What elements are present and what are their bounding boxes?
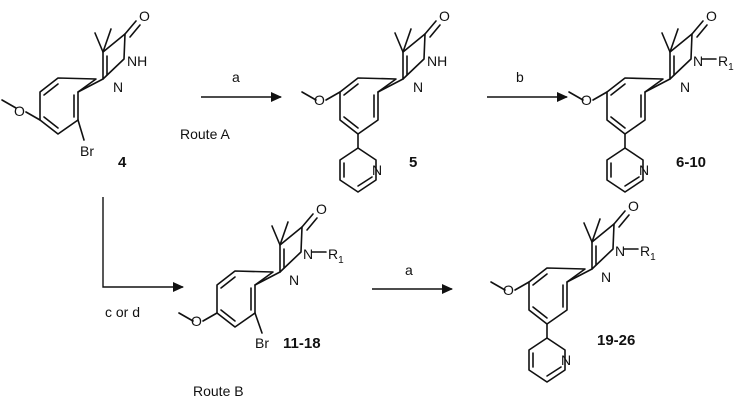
compound-19-26-structure bbox=[490, 210, 639, 383]
c5-carbonyl-oxygen-label: O bbox=[439, 8, 450, 24]
c1926-r1-label: R1 bbox=[640, 243, 656, 263]
route-b-label: Route B bbox=[193, 383, 244, 399]
route-b-arrow bbox=[102, 197, 184, 292]
c610-methoxy-oxygen-label: O bbox=[581, 92, 592, 108]
route-a-label: Route A bbox=[180, 126, 230, 142]
c610-n-label: N bbox=[693, 53, 703, 69]
compound-6-10-structure bbox=[568, 20, 717, 193]
pyrazolone-ring bbox=[94, 20, 141, 80]
c1118-bromine-label: Br bbox=[255, 335, 269, 351]
compound-4-structure: O NH N O Br bbox=[1, 8, 150, 159]
c5-pyridine-n-label: N bbox=[372, 162, 382, 178]
compound-11-18-structure bbox=[178, 213, 327, 334]
compound-11-18-label: 11-18 bbox=[283, 335, 321, 352]
nh-label: NH bbox=[127, 53, 147, 69]
c5-nh-label: NH bbox=[427, 53, 447, 69]
c610-pyridine-n-label: N bbox=[639, 162, 649, 178]
c610-n2-label: N bbox=[680, 79, 690, 95]
compound-6-10-label: 6-10 bbox=[676, 154, 706, 171]
n-label: N bbox=[113, 79, 123, 95]
c1118-carbonyl-oxygen-label: O bbox=[316, 201, 327, 217]
compound-4-label: 4 bbox=[118, 154, 127, 171]
reagent-b-label: b bbox=[516, 69, 524, 85]
c1118-r1-label: R1 bbox=[328, 246, 344, 266]
methoxy-oxygen-label: O bbox=[14, 103, 25, 119]
c1926-n2-label: N bbox=[601, 269, 611, 285]
carbonyl-oxygen-label: O bbox=[139, 8, 150, 24]
compound-5-label: 5 bbox=[409, 154, 417, 171]
c5-methoxy-oxygen-label: O bbox=[314, 92, 325, 108]
c1118-n-label: N bbox=[303, 246, 313, 262]
compound-5-structure bbox=[301, 20, 441, 193]
c1118-n2-label: N bbox=[289, 272, 299, 288]
c610-carbonyl-oxygen-label: O bbox=[706, 8, 717, 24]
c610-r1-label: R1 bbox=[718, 53, 734, 73]
c1926-methoxy-oxygen-label: O bbox=[503, 282, 514, 298]
reagent-a-bottom-label: a bbox=[405, 262, 413, 278]
c1926-pyridine-n-label: N bbox=[561, 352, 571, 368]
reagent-c-or-d-label: c or d bbox=[105, 304, 140, 320]
c1118-methoxy-oxygen-label: O bbox=[191, 313, 202, 329]
bromine-label: Br bbox=[80, 143, 94, 159]
c5-n-label: N bbox=[413, 79, 423, 95]
compound-19-26-label: 19-26 bbox=[597, 332, 635, 349]
reagent-a-top-label: a bbox=[232, 69, 240, 85]
c1926-carbonyl-oxygen-label: O bbox=[628, 198, 639, 214]
c1926-n-label: N bbox=[615, 243, 625, 259]
benzene-ring bbox=[1, 77, 104, 141]
